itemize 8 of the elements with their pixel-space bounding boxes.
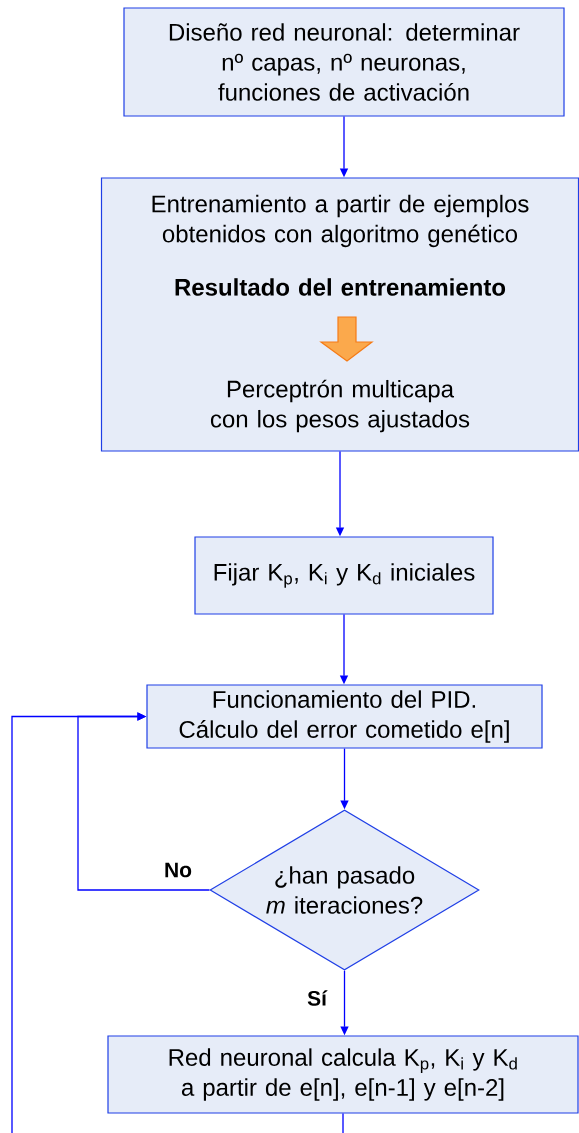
process-box: Red neuronal calcula K$_{p}$, K$_{i}$ y K$_{d}$ a partir de e[n], e[n-1] y e[n-2]	[107, 1035, 579, 1114]
process-box: Diseño red neuronal: determinar nº capas, nº neuronas, funciones de activación	[123, 7, 565, 117]
arrow	[11, 712, 344, 1133]
process-box: Funcionamiento del PID. Cálculo del error cometido e[n]	[146, 684, 543, 749]
process-box: Entrenamiento a partir de ejemplos obtenidos con algoritmo genético Resultado del entrenamiento Perceptrón multicapa con los pesos ajustados	[100, 177, 579, 452]
edge-label: No	[163, 861, 193, 879]
edge-label: Sí	[306, 989, 328, 1007]
process-box: Fijar K$_{p}$, K$_{i}$ y K$_{d}$ iniciales	[194, 536, 494, 615]
